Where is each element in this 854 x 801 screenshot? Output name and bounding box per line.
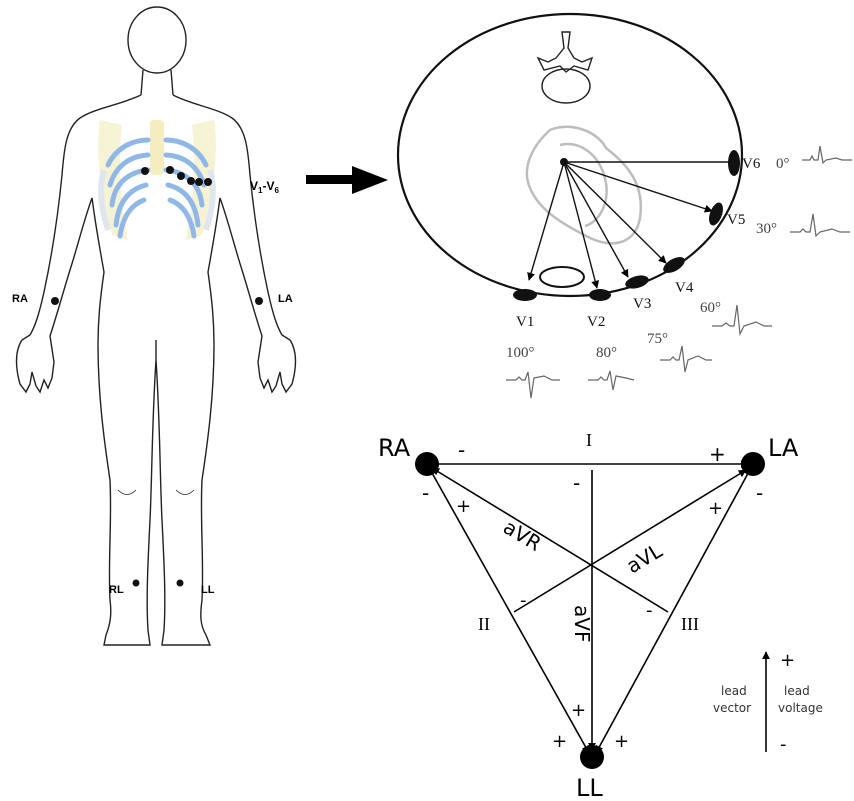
lead-i-label: I <box>586 430 592 450</box>
chest-lead-label: V1-V6 <box>250 179 279 195</box>
body-ra-label: RA <box>12 293 28 305</box>
avf-minus: - <box>573 471 580 495</box>
ll-electrode <box>177 580 184 587</box>
lead-ii-plus: + <box>552 731 567 752</box>
la-minus: - <box>756 481 763 505</box>
rl-electrode <box>133 580 140 587</box>
lead-i-plus: + <box>709 442 726 466</box>
triangle-la-label: LA <box>768 434 799 462</box>
ra-electrode <box>51 297 59 305</box>
v3-angle: 75° <box>647 331 668 347</box>
thorax-cross-section <box>398 14 742 301</box>
lead-i-minus: - <box>458 438 465 462</box>
lead-ii-vector <box>427 464 589 753</box>
v5-label: V5 <box>727 212 745 228</box>
legend-minus: - <box>780 734 787 755</box>
la-node <box>741 452 765 476</box>
polarity-legend: + - lead vector lead voltage <box>713 650 823 755</box>
body-ll-label: LL <box>201 584 215 596</box>
v3-trace <box>660 346 712 372</box>
v1-label: V1 <box>516 314 534 330</box>
human-body-figure <box>17 7 296 645</box>
v4-trace <box>712 305 772 334</box>
lead-iii-label: III <box>681 614 699 634</box>
avl-plus: + <box>708 498 723 519</box>
v4-angle: 60° <box>700 300 721 316</box>
v5-angle: 30° <box>756 221 777 237</box>
v1-trace <box>506 372 560 398</box>
lead-ii-label: II <box>478 614 490 634</box>
v1-angle: 100° <box>506 345 535 361</box>
avr-plus: + <box>456 496 471 517</box>
avr-label: aVR <box>499 515 546 556</box>
v6-angle: 0° <box>776 156 790 172</box>
sternum-section <box>540 267 584 287</box>
v2-label: V2 <box>587 314 605 330</box>
legend-lead-vector-1: lead <box>721 684 747 698</box>
triangle-ll-label: LL <box>576 774 603 801</box>
v3-label: V3 <box>633 296 651 312</box>
la-electrode <box>255 297 263 305</box>
avl-label: aVL <box>622 538 667 578</box>
v5-trace <box>790 214 850 236</box>
v6-label: V6 <box>742 156 761 172</box>
body-rl-label: RL <box>109 584 124 596</box>
body-la-label: LA <box>278 293 293 305</box>
legend-lead-voltage-2: voltage <box>778 701 823 715</box>
avf-plus: + <box>571 700 586 721</box>
v2-trace <box>588 371 634 390</box>
avr-minus: - <box>646 600 653 621</box>
legend-plus: + <box>780 650 795 671</box>
arrow-to-cross-section <box>306 166 388 194</box>
ll-node <box>580 745 604 769</box>
body-outline <box>17 95 296 645</box>
avf-label: aVF <box>570 605 594 642</box>
ra-node <box>415 452 439 476</box>
legend-lead-vector-2: vector <box>713 701 751 715</box>
legend-lead-voltage-1: lead <box>784 684 810 698</box>
einthoven-labels: RA LA LL I II III aVR aVL aVF - + - + - … <box>378 430 799 801</box>
avl-minus: - <box>520 590 527 611</box>
v4-label: V4 <box>675 280 694 296</box>
sternum <box>150 120 164 175</box>
lead-iii-plus: + <box>614 731 629 752</box>
v2-angle: 80° <box>596 345 617 361</box>
triangle-ra-label: RA <box>378 434 411 462</box>
ra-minus: - <box>422 481 429 505</box>
v6-trace <box>802 146 852 163</box>
